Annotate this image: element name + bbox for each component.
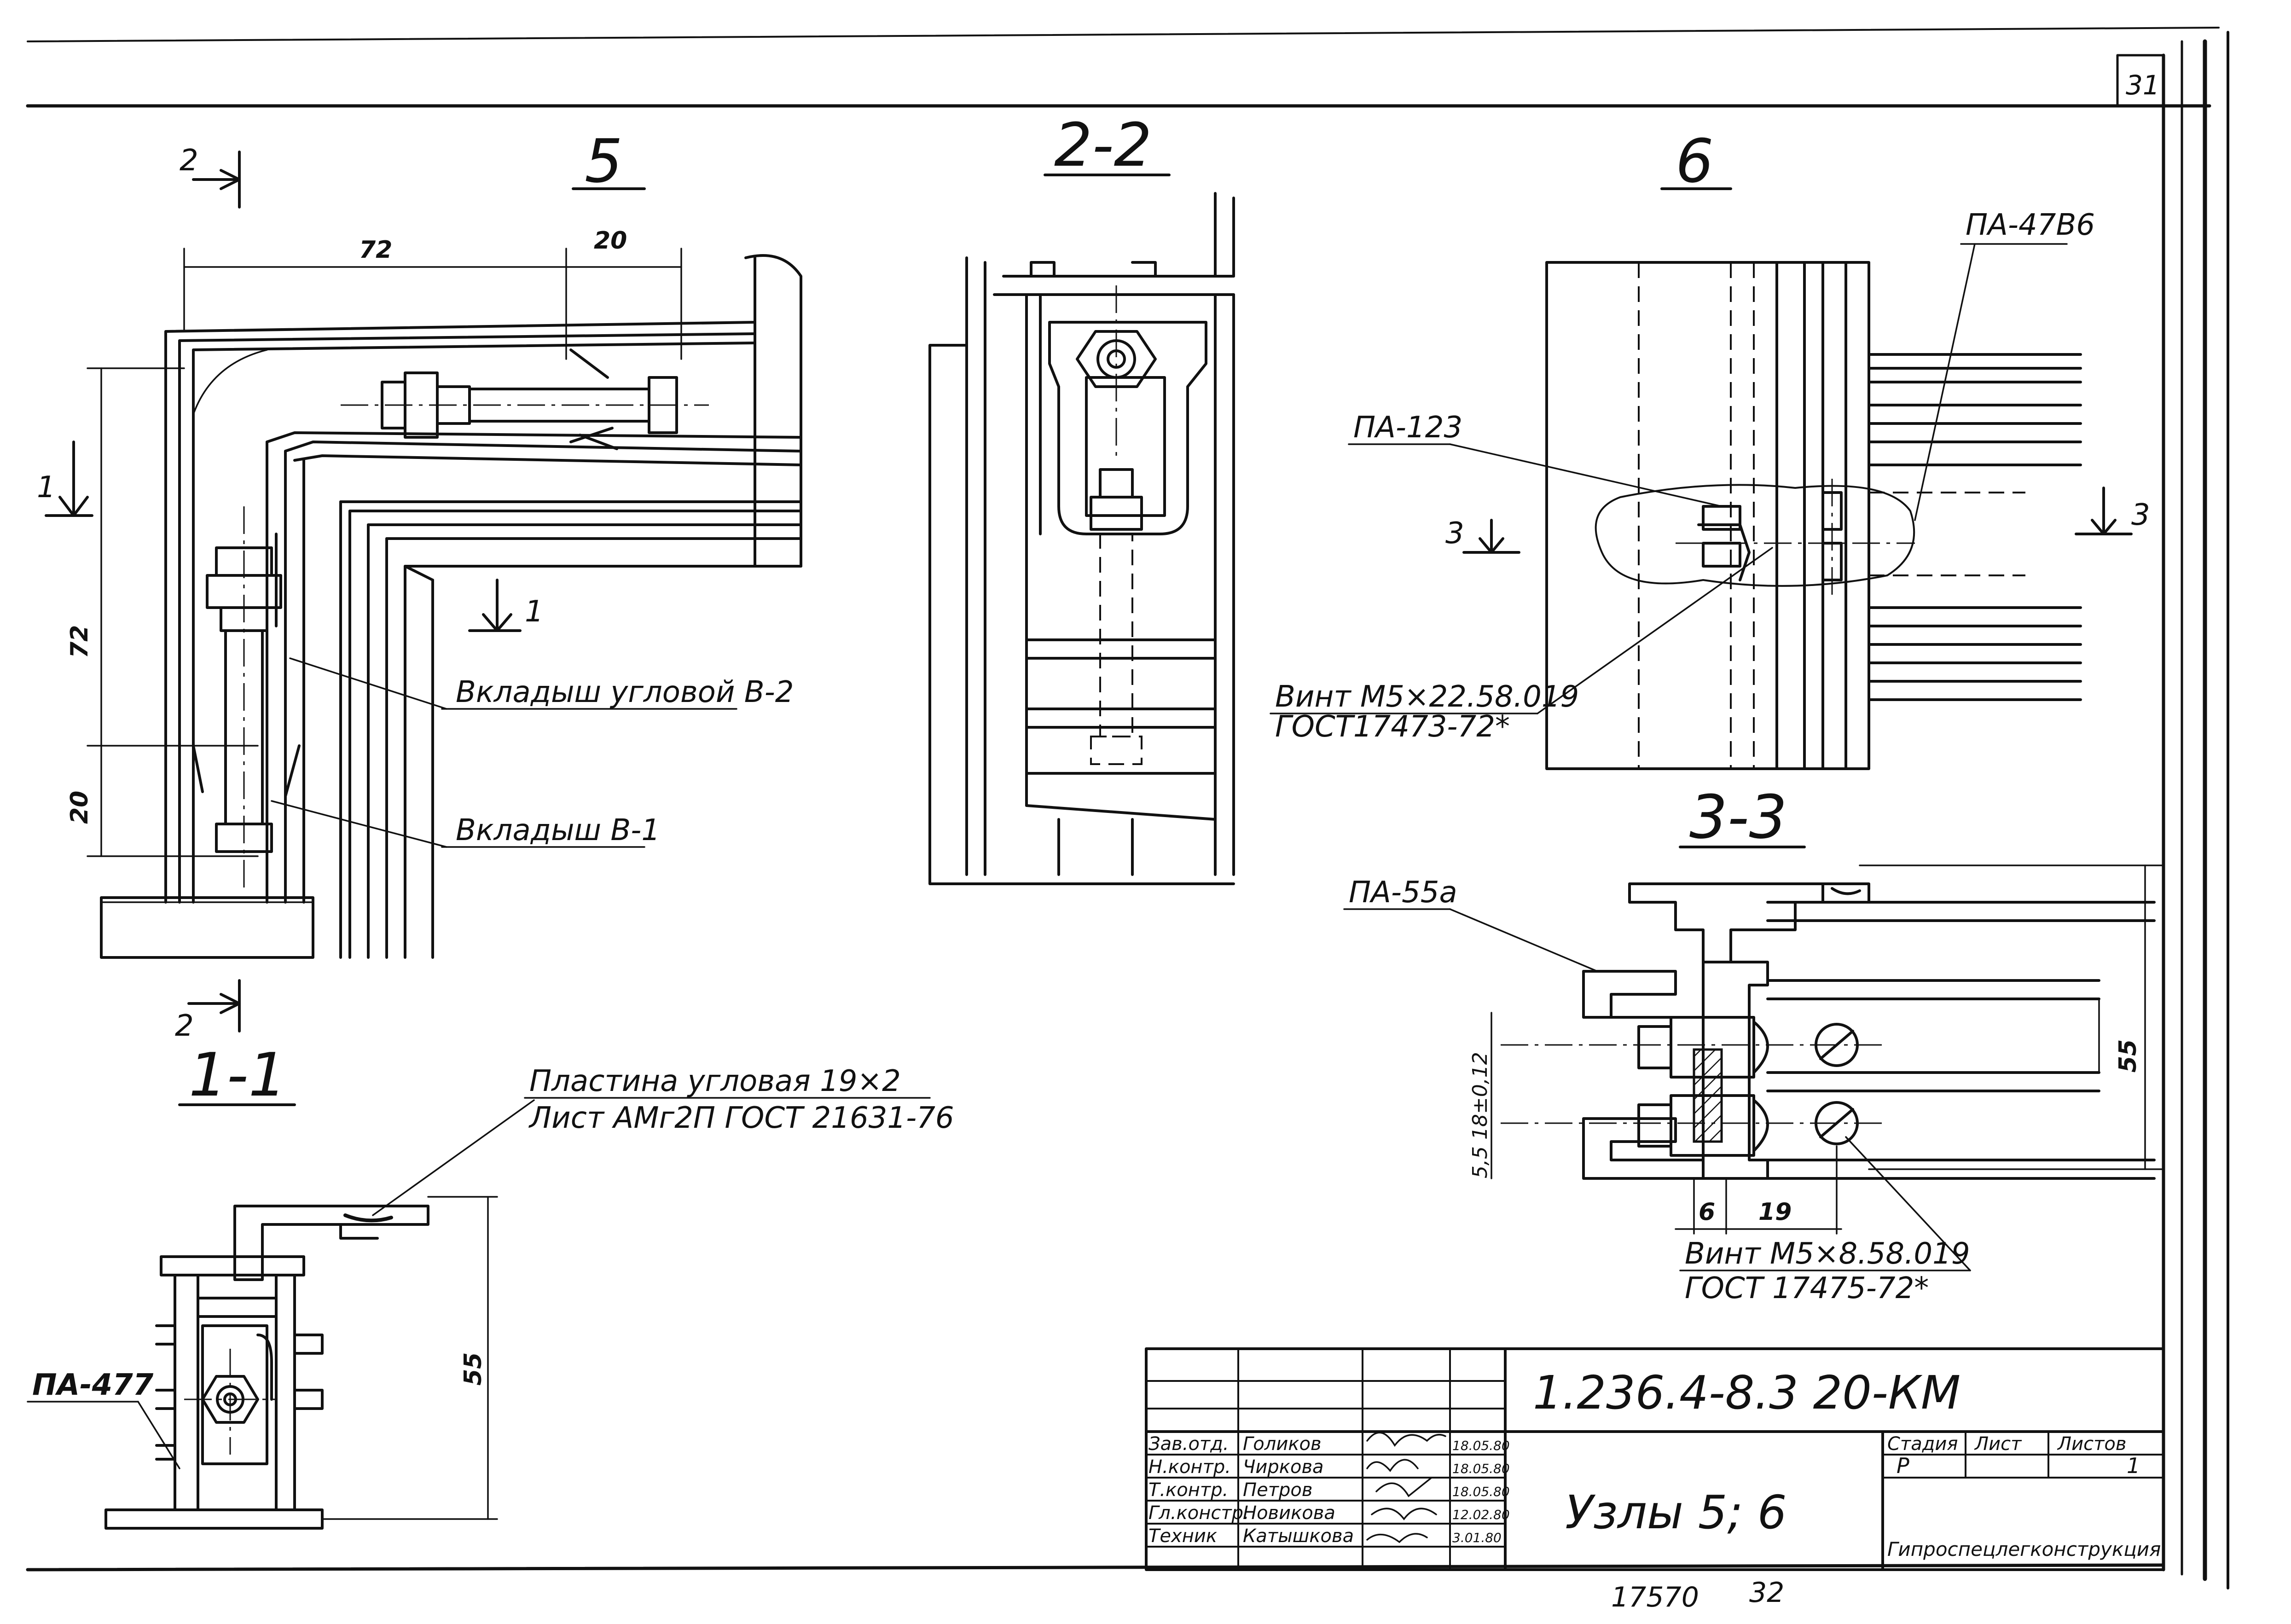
label-pa-47b6: ПА-47В6 [1966,208,2095,242]
sig-role: Гл.констр. [1148,1502,1249,1524]
label-pa-123: ПА-123 [1353,411,1462,445]
sig-role: Зав.отд. [1148,1433,1229,1455]
dim-top-72: 72 [359,236,392,264]
screw-label-section33-line2: ГОСТ 17475-72* [1685,1271,1929,1305]
screw-label-node6-line2: ГОСТ17473-72* [1275,710,1510,744]
sheet-frame: 31 [26,27,2229,1589]
label-pa-55a: ПА-55а [1349,876,1457,910]
node-5-view: 5 2 2 1 1 72 20 72 20 [37,126,802,1043]
stage-value: Р [1897,1453,1909,1478]
screw-label-section33-line1: Винт М5×8.58.019 [1685,1237,1970,1271]
dim-55-section11: 55 [459,1352,487,1386]
section-mark-2-top: 2 [180,144,198,178]
bottom-number-left: 17570 [1611,1581,1699,1613]
sig-date: 3.01.80 [1452,1530,1502,1545]
screw-label-node6-line1: Винт М5×22.58.019 [1275,680,1579,714]
drawing-title: Узлы 5; 6 [1565,1485,1787,1539]
section-mark-2-bottom: 2 [175,1009,194,1043]
section-mark-1-mid: 1 [525,595,544,629]
bottom-number-right: 32 [1749,1577,1784,1609]
sig-date: 18.05.80 [1452,1438,1510,1453]
sheet-header: Лист [1974,1433,2022,1455]
sig-name: Новикова [1243,1502,1335,1524]
section-1-1-view: 1-1 Пластина угловая 19×2 Лист АМг2П ГОС… [27,1040,954,1530]
sig-name: Чиркова [1243,1456,1324,1478]
sig-role: Н.контр. [1148,1456,1231,1478]
sheets-header: Листов [2057,1433,2126,1455]
section-3-3-title: 3-3 [1689,782,1787,852]
label-insert: Вкладыш В-1 [456,813,660,847]
dim-offsets-section33: 5,5 18±0,12 [1468,1052,1492,1178]
section-3-3-view: 3-3 ПА-55а 55 [1343,782,2164,1305]
dim-55-section33: 55 [2114,1039,2142,1073]
doc-code: 1.236.4-8.3 20-КМ [1533,1366,1960,1420]
signature-rows: Зав.отд. Голиков 18.05.80 Н.контр. Чирко… [1148,1433,1510,1547]
dim-top-20: 20 [594,227,627,255]
sig-role: Т.контр. [1148,1479,1228,1501]
sig-name: Голиков [1243,1433,1322,1455]
plate-label-line2: Лист АМг2П ГОСТ 21631-76 [528,1101,954,1135]
node-6-title: 6 [1676,126,1714,196]
section-2-2-view: 2-2 [928,110,1235,885]
sig-date: 18.05.80 [1452,1484,1510,1499]
sig-name: Катышкова [1243,1525,1354,1547]
sig-date: 12.02.80 [1452,1507,1510,1522]
title-block: 1.236.4-8.3 20-КМ Узлы 5; 6 Стадия Лист … [1145,1347,2165,1571]
sig-date: 18.05.80 [1452,1461,1510,1476]
section-mark-1-left: 1 [37,470,56,505]
stage-header: Стадия [1887,1433,1958,1455]
organization: Гипроспецлегконструкция [1887,1538,2161,1560]
section-mark-3-right: 3 [2131,498,2150,532]
node-6-view: 6 ПА-47В6 3 3 ПА-1 [1270,126,2150,770]
dim-left-20: 20 [66,791,93,824]
node-5-title: 5 [585,126,623,196]
section-1-1-title: 1-1 [189,1040,286,1110]
dim-6-section33: 6 [1699,1198,1715,1226]
section-mark-3-left: 3 [1445,516,1464,551]
label-pa-477: ПА-477 [32,1368,154,1402]
dim-left-72: 72 [66,625,93,658]
signature-scribbles [1366,1432,1446,1543]
sheets-total: 1 [2127,1453,2140,1478]
label-corner-insert: Вкладыш угловой В-2 [456,675,794,709]
sheet-number: 31 [2126,70,2160,101]
section-2-2-title: 2-2 [1054,110,1152,180]
sig-name: Петров [1243,1479,1312,1501]
sig-role: Техник [1148,1525,1217,1547]
plate-label-line1: Пластина угловая 19×2 [529,1064,901,1098]
dim-19-section33: 19 [1758,1198,1792,1226]
